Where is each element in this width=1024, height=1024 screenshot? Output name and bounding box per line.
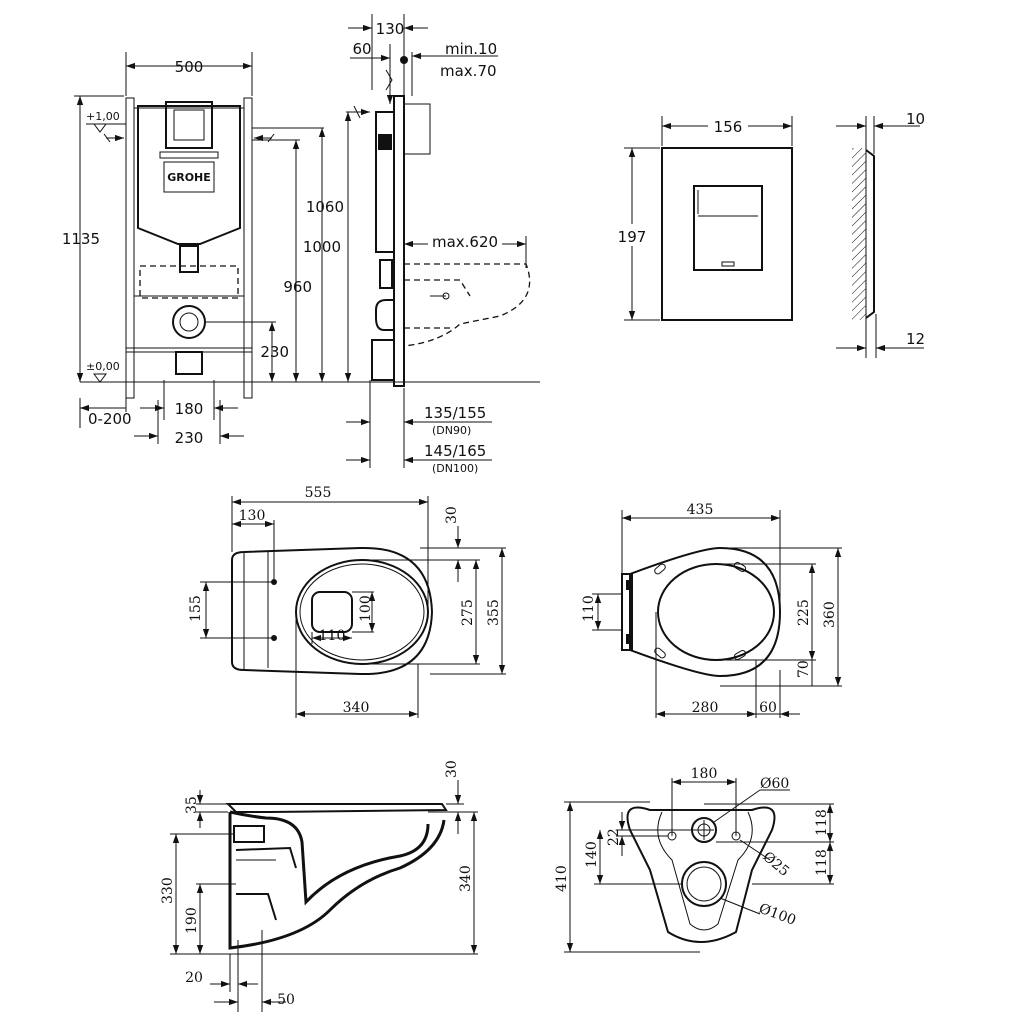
dim-180-front: 180: [175, 400, 204, 418]
left-upright: [125, 97, 135, 399]
bowl-top-view: 555 130 30 155 100 110 275 355: [188, 485, 506, 718]
dim-seat-280: 280: [692, 700, 719, 716]
dim-seat-360: 360: [822, 601, 838, 628]
dim-rear-118-top: 118: [814, 809, 830, 836]
side-view: 130 60 min.10 max.70 max.620 135/155 (DN…: [346, 14, 531, 475]
dim-bowl-355: 355: [486, 599, 502, 626]
bowl-side-section: 30 35 330 190 340 20 50: [160, 760, 478, 1012]
cistern-side: [375, 111, 395, 253]
dim-drain-dn90: 135/155: [424, 404, 486, 422]
brand-logo: GROHE: [167, 171, 211, 184]
inlet-pipe: [233, 825, 265, 843]
dim-rear-180: 180: [691, 766, 718, 782]
dim-rear-118-bottom: 118: [814, 849, 830, 876]
dim-rear-d60: Ø60: [760, 776, 789, 792]
dim-rear-410: 410: [554, 865, 570, 892]
dim-rear-d100: Ø100: [757, 901, 798, 929]
bowl-rear-view: 180 Ø60 22 140 Ø25 118 118 410 Ø100: [554, 766, 834, 953]
dim-wall-min: min.10: [445, 40, 497, 58]
dim-wall-max: max.70: [440, 62, 497, 80]
dim-1000: 1000: [303, 238, 341, 256]
outlet-top: [311, 591, 353, 633]
right-upright: [243, 97, 253, 399]
bowl-outline-front: [139, 265, 239, 299]
outlet-bend: [172, 305, 206, 339]
dim-side-340: 340: [458, 865, 474, 892]
dim-seat-60: 60: [759, 700, 777, 716]
dim-rear-22: 22: [606, 828, 622, 846]
dim-seat-110: 110: [581, 595, 597, 622]
dim-230-width: 230: [175, 429, 204, 447]
dim-rear-140: 140: [584, 841, 600, 868]
dim-total-height: 1135: [62, 230, 100, 248]
wall-hatch: [852, 148, 866, 320]
dim-plate-width: 156: [714, 118, 743, 136]
bowl-outline-top: [231, 546, 434, 676]
dim-seat-70: 70: [796, 660, 812, 678]
flush-opening: [165, 101, 213, 149]
front-view: GROHE 500 1135 +1,00 ±0,00 1060: [62, 52, 540, 447]
dim-bowl-340: 340: [343, 700, 370, 716]
dim-side-190: 190: [184, 907, 200, 934]
dim-adjust-range: 0-200: [88, 410, 132, 428]
dim-60-side: 60: [352, 40, 371, 58]
flush-plate-view: 156 197 10 12: [612, 110, 925, 358]
dim-1060: 1060: [306, 198, 344, 216]
flush-button: [693, 185, 763, 271]
bowl-section-inner: [229, 810, 430, 906]
dim-side-50: 50: [277, 992, 295, 1008]
dim-plate-12: 12: [906, 330, 925, 348]
dim-bowl-275: 275: [460, 599, 476, 626]
dim-960: 960: [283, 278, 312, 296]
dim-max-620: max.620: [432, 233, 498, 251]
bowl-section-outer: [228, 812, 446, 950]
flush-plate-front: [661, 147, 793, 321]
dim-side-20: 20: [185, 970, 203, 986]
dim-side-30: 30: [444, 760, 460, 778]
seat-outline: [629, 546, 782, 678]
drain-pipe: [371, 339, 395, 381]
dim-bowl-155: 155: [188, 595, 204, 622]
dim-rear-d25: Ø25: [759, 849, 792, 880]
dim-seat-435: 435: [687, 502, 714, 518]
dim-plate-10: 10: [906, 110, 925, 128]
dim-230: 230: [260, 343, 289, 361]
seat-ring-inner: [657, 563, 775, 661]
dim-130-side: 130: [376, 20, 405, 38]
dim-drain-dn100: 145/165: [424, 442, 486, 460]
flush-plate-side: [403, 103, 431, 155]
dim-bowl-555: 555: [305, 485, 332, 501]
level-upper: +1,00: [86, 110, 120, 123]
cistern: [137, 105, 241, 245]
seat-lid-side: [225, 803, 448, 813]
level-floor: ±0,00: [86, 360, 120, 373]
outlet-circle: [681, 861, 727, 907]
dim-plate-height: 197: [618, 228, 647, 246]
dim-bowl-130: 130: [239, 508, 266, 524]
dim-frame-width: 500: [175, 58, 204, 76]
dim-side-330: 330: [160, 877, 176, 904]
seat-hinge: [621, 573, 633, 651]
dim-bowl-30: 30: [444, 506, 460, 524]
bowl-outline-side: [403, 263, 531, 347]
bowl-rear-outline: [626, 806, 776, 943]
dim-bowl-100: 100: [358, 595, 374, 622]
dim-seat-225: 225: [796, 599, 812, 626]
dim-side-35: 35: [184, 796, 200, 814]
label-dn90: (DN90): [432, 424, 471, 437]
label-dn100: (DN100): [432, 462, 478, 475]
dim-bowl-110: 110: [319, 628, 346, 644]
seat-top-view: 435 110 225 360 70 280 60: [581, 502, 842, 718]
wall-panel: [393, 95, 405, 387]
